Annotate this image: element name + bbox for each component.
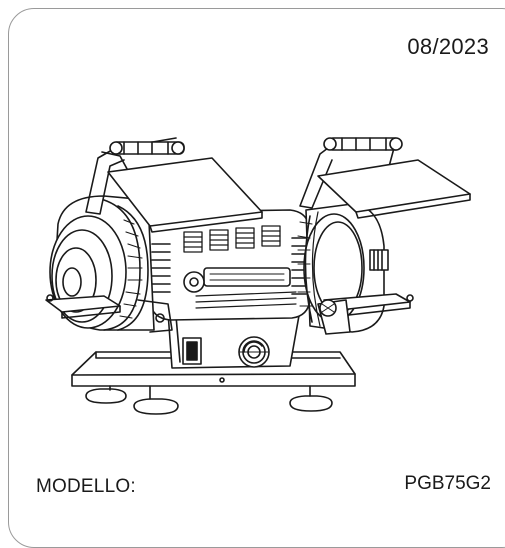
left-eye-shield [86,138,262,232]
model-label: MODELLO: [36,476,136,497]
document-date: 08/2023 [407,34,489,59]
model-code: PGB75G2 [404,473,491,494]
right-wheel-guard [298,204,413,334]
right-eye-shield [300,138,470,218]
pedestal [168,310,300,368]
left-wheel-guard [46,196,172,332]
bench-grinder-icon [0,0,505,500]
motor-housing [148,210,310,320]
